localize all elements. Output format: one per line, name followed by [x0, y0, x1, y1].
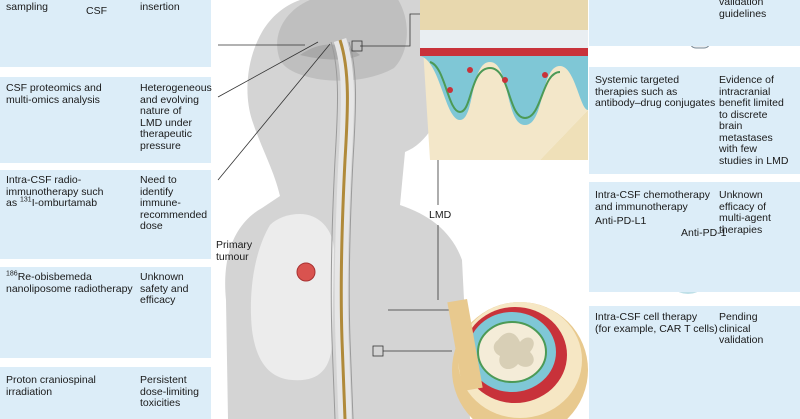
panel-validation: validation guidelines [589, 0, 800, 46]
panel-csf-sampling: sampling CSF insertion [0, 0, 211, 67]
panel-label: sampling [6, 1, 49, 13]
panel-note: Pending clinical validation [719, 311, 764, 346]
label-text: Intra-CSF radio- immunotherapy such as [6, 174, 104, 209]
panel-note: insertion [140, 1, 180, 13]
panel-note: Unknown efficacy of multi-agent therapie… [719, 189, 771, 236]
panel-cell-therapy: Intra-CSF cell therapy (for example, CAR… [589, 306, 800, 419]
panel-label: CSF proteomics and multi-omics analysis [6, 82, 102, 106]
primary-tumour-label: Primary tumour [216, 239, 253, 263]
panel-label: Intra-CSF radio- immunotherapy such as 1… [6, 174, 104, 210]
lung-shape [250, 214, 334, 381]
primary-tumour-mark [296, 262, 316, 282]
spinal-section [447, 298, 588, 419]
panel-sublabel-anti-pd-l1: Anti-PD-L1 [595, 215, 647, 227]
panel-label: Intra-CSF chemotherapy and immunotherapy [595, 189, 710, 213]
panel-systemic-targeted: Systemic targeted therapies such as anti… [589, 67, 800, 174]
lmd-label: LMD [429, 209, 452, 221]
panel-label: Proton craniospinal irradiation [6, 374, 96, 398]
panel-label: Intra-CSF cell therapy (for example, CAR… [595, 311, 718, 335]
panel-proton-irradiation: Proton craniospinal irradiation Persiste… [0, 367, 211, 419]
panel-note: Evidence of intracranial benefit limited… [719, 74, 789, 167]
isotope-superscript: 131 [20, 196, 32, 204]
panel-note: Heterogeneous and evolving nature of LMD… [140, 82, 212, 152]
panel-radioimmunotherapy: Intra-CSF radio- immunotherapy such as 1… [0, 170, 211, 259]
panel-note: validation guidelines [719, 0, 767, 20]
panel-nanoliposome: 186Re-obisbemeda nanoliposome radiothera… [0, 267, 211, 358]
panel-label: Systemic targeted therapies such as anti… [595, 74, 716, 109]
panel-csf-proteomics: CSF proteomics and multi-omics analysis … [0, 77, 212, 163]
label-text: I-omburtamab [31, 197, 98, 209]
panel-intra-csf-chemo: Intra-CSF chemotherapy and immunotherapy… [589, 182, 800, 292]
meninges-section [420, 0, 588, 160]
panel-note: Unknown safety and efficacy [140, 271, 189, 306]
panel-sublabel-anti-pd-1: Anti-PD-1 [681, 227, 727, 239]
panel-label: 186Re-obisbemeda nanoliposome radiothera… [6, 270, 133, 295]
panel-note: Persistent dose-limiting toxicities [140, 374, 199, 409]
label-text: Re-obisbemeda nanoliposome radiotherapy [6, 271, 133, 295]
panel-sublabel: CSF [86, 5, 107, 17]
panel-note: Need to identify immune- recommended dos… [140, 174, 208, 232]
isotope-superscript: 186 [6, 270, 18, 278]
